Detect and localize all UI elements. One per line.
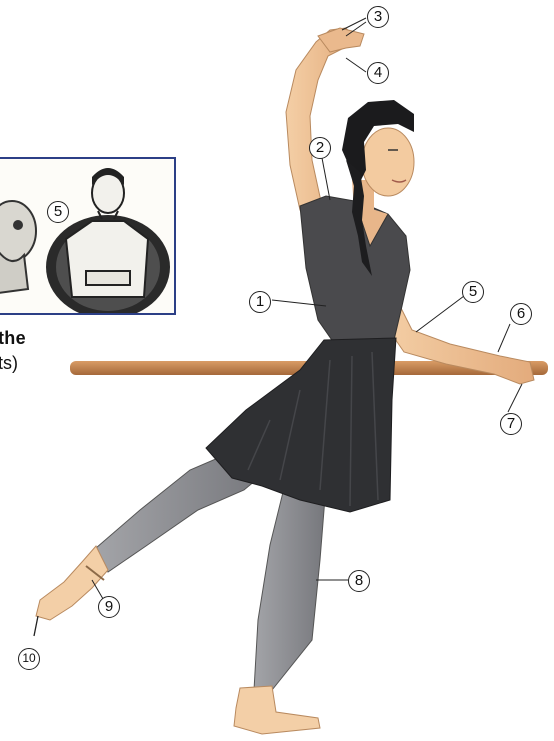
inset-photo-panel: 5 <box>0 157 176 315</box>
caption-line-1: the <box>0 327 26 349</box>
toe-tip <box>34 616 38 636</box>
callout-5: 5 <box>462 281 484 303</box>
face <box>362 128 414 196</box>
callout-1: 1 <box>249 291 271 313</box>
callout-10: 10 <box>18 648 40 670</box>
callout-7: 7 <box>500 413 522 435</box>
callout-6: 6 <box>510 303 532 325</box>
inset-left-figure <box>0 201 36 293</box>
caption-line-2: ts) <box>0 352 18 374</box>
callout-4: 4 <box>367 62 389 84</box>
callout-3: 3 <box>367 6 389 28</box>
inset-callout-5: 5 <box>47 201 69 223</box>
callout-9: 9 <box>98 596 120 618</box>
raised-arm <box>286 28 356 210</box>
inset-right-figure <box>46 168 170 313</box>
callout-2: 2 <box>309 137 331 159</box>
callout-8: 8 <box>348 570 370 592</box>
standing-leg <box>254 480 326 690</box>
standing-foot <box>234 686 320 734</box>
